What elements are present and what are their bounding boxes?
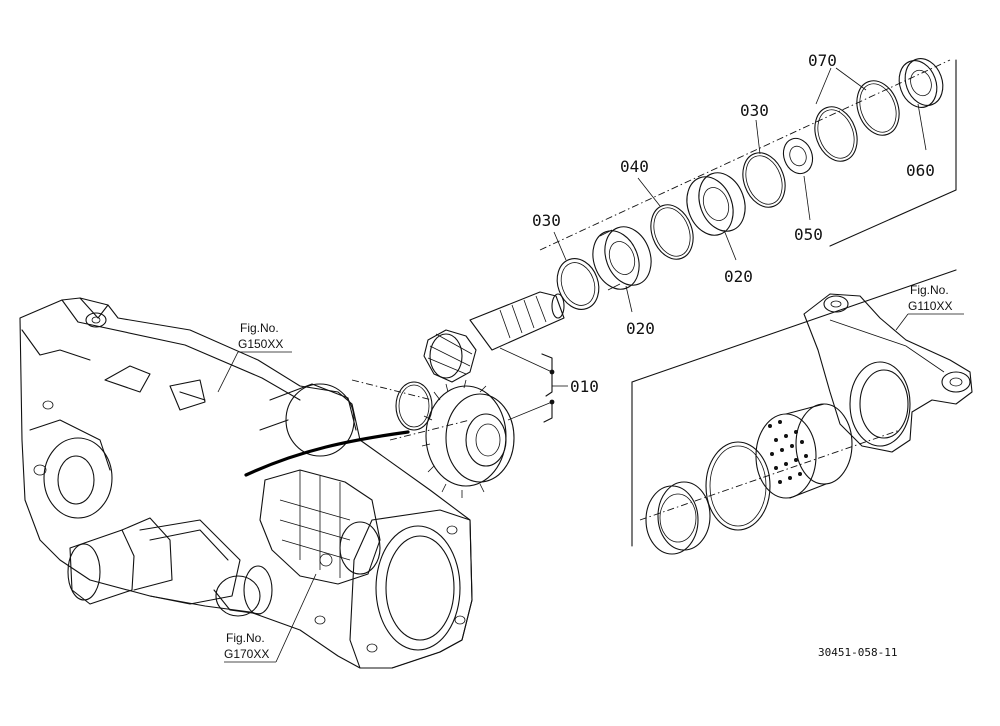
figure-references: Fig.No. G110XX Fig.No. G150XX Fig.No. G1… [224,283,952,661]
label-020-lower: 020 [626,319,655,338]
axle-housing [19,297,473,669]
label-020-upper: 020 [724,267,753,286]
snap-ring-small [395,381,433,431]
label-010: 010 [570,377,599,396]
figref-g110-line2: G110XX [908,299,952,313]
assembly-line [244,430,410,477]
leader-lines [553,67,927,313]
ring-040 [650,204,694,260]
snap-ring-070 [814,80,900,162]
seal-large [645,481,711,555]
bushing-perforated [755,403,853,499]
figref-g150-line1: Fig.No. [240,321,279,335]
seal-060 [898,58,944,108]
ring-030-upper [742,152,786,208]
support-bracket [803,293,973,453]
spur-gear [421,379,515,498]
figref-g170-line2: G170XX [224,647,269,661]
figref-g150-line2: G150XX [238,337,283,351]
center-lines [351,59,951,521]
label-030-lower: 030 [532,211,561,230]
ring-030-lower [556,258,600,310]
callout-010-bracket [499,347,568,423]
figref-leaders [217,313,964,663]
label-030-upper: 030 [740,101,769,120]
label-040: 040 [620,157,649,176]
bevel-pinion-shaft [423,291,565,383]
figref-g110-line1: Fig.No. [910,283,949,297]
bearing-020-lower [592,226,652,291]
label-070: 070 [808,51,837,70]
bracket-frame [631,59,957,547]
nut-050 [782,137,814,175]
label-050: 050 [794,225,823,244]
bearing-020-upper [686,172,746,236]
figref-g170-line1: Fig.No. [226,631,265,645]
part-labels: 070 060 030 040 050 020 030 020 010 [532,51,935,396]
label-060: 060 [906,161,935,180]
drawing-reference: 30451-058-11 [818,646,897,659]
ring-large [705,441,771,531]
